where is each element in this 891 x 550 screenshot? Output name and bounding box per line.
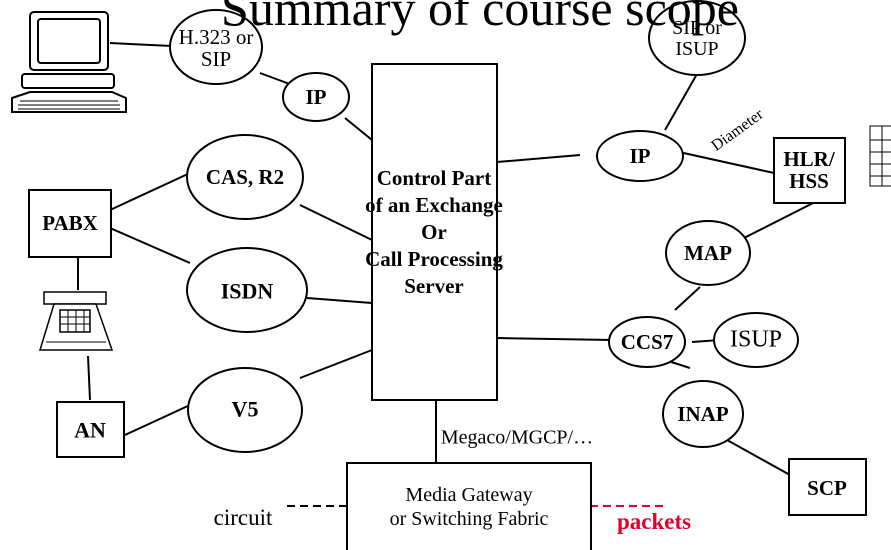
isdn-ellipse (186, 247, 308, 333)
pc-protocol-label: H.323 or SIP (178, 24, 254, 71)
sip-isup-label: SIP or ISUP (672, 17, 722, 60)
an-label: AN (74, 417, 106, 443)
computer-icon (11, 11, 127, 113)
control-line-2: of an Exchange (365, 192, 503, 217)
page-title: Summary of course scope (221, 0, 739, 36)
v5-ellipse (187, 367, 303, 453)
control-box (371, 63, 498, 401)
ip-right-ellipse (596, 130, 684, 182)
control-line-4: Call Processing (365, 246, 503, 271)
isdn-label: ISDN (220, 278, 274, 304)
inap-label: INAP (677, 401, 729, 426)
media-gateway-box (346, 462, 592, 550)
pabx-label: PABX (42, 210, 98, 235)
map-label: MAP (684, 240, 732, 265)
v5-label: V5 (231, 396, 259, 422)
pabx-box (28, 189, 112, 258)
control-line-5: Server (404, 273, 464, 298)
ccs7-ellipse (608, 316, 686, 368)
cas-label: CAS, R2 (205, 164, 285, 189)
partial-table-graphic (869, 125, 891, 187)
hlr-label: HLR/ HSS (783, 146, 835, 193)
media-gateway-line-2: or Switching Fabric (389, 508, 549, 530)
scp-box (788, 458, 867, 516)
packets-label: packets (616, 508, 692, 534)
protocol-ellipses (169, 0, 799, 453)
pc-protocol-ellipse (169, 9, 263, 85)
circuit-label: circuit (213, 504, 273, 530)
control-line-3: Or (421, 219, 447, 244)
ip-left-ellipse (282, 72, 350, 122)
scp-label: SCP (807, 475, 847, 500)
isup-ellipse (713, 312, 799, 368)
sip-isup-ellipse (648, 0, 746, 76)
ip-right-label: IP (629, 143, 651, 168)
connector-lines (77, 42, 824, 476)
ccs7-label: CCS7 (620, 329, 674, 354)
map-ellipse (665, 220, 751, 286)
media-gateway-label: Media Gateway or Switching Fabric (390, 483, 549, 531)
hlr-box (773, 137, 846, 204)
ip-left-label: IP (305, 84, 327, 109)
entity-boxes (28, 63, 867, 550)
control-part-label: Control Part of an Exchange Or Call Proc… (365, 165, 503, 299)
cas-ellipse (186, 134, 304, 220)
an-box (56, 401, 125, 458)
media-gateway-line-1: Media Gateway (405, 484, 533, 506)
control-line-1: Control Part (376, 165, 492, 190)
telephone-icon (38, 291, 114, 351)
inap-ellipse (662, 380, 744, 448)
megaco-label: Megaco/MGCP/… (440, 426, 594, 449)
isup-label: ISUP (729, 326, 783, 353)
